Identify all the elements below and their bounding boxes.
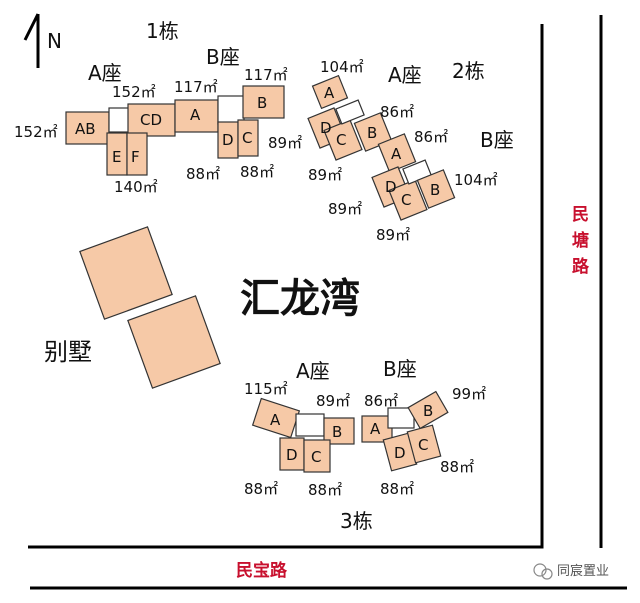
unit-block [251, 397, 301, 439]
road-boundary [28, 24, 544, 549]
area-label: 115㎡ [244, 380, 288, 398]
area-label: 99㎡ [452, 385, 486, 403]
area-label: 88㎡ [240, 163, 274, 181]
building-2-wing-b: B座 [480, 128, 514, 152]
building-2-units [307, 74, 456, 221]
unit-label: A [370, 420, 381, 438]
road-label-east-1: 民 [572, 205, 589, 225]
building-1-label: 1栋 [146, 19, 179, 43]
area-label: 88㎡ [186, 165, 220, 183]
unit-label: C [418, 436, 428, 454]
road-label-south: 民宝路 [236, 560, 288, 581]
watermark-text: 同宸置业 [557, 563, 609, 579]
unit-label: D [320, 119, 332, 137]
unit-block [126, 132, 148, 176]
unit-block [65, 111, 110, 145]
wechat-icon-inner [541, 568, 553, 580]
area-label: 89㎡ [308, 166, 342, 184]
area-label: 89㎡ [376, 226, 410, 244]
building-2-wing-a: A座 [388, 63, 422, 87]
unit-block [407, 390, 449, 430]
unit-block [295, 413, 325, 437]
unit-block [335, 99, 365, 125]
unit-label: CD [140, 111, 162, 129]
area-label: 89㎡ [328, 200, 362, 218]
unit-block [416, 169, 456, 209]
unit-label: AB [75, 120, 96, 138]
area-label: 88㎡ [244, 480, 278, 498]
building-1-units [65, 85, 285, 176]
unit-label: B [257, 94, 267, 112]
building-3-wing-b: B座 [383, 357, 417, 381]
unit-label: A [324, 84, 335, 102]
wechat-icon [533, 563, 547, 577]
unit-block [361, 415, 393, 443]
unit-label: D [394, 444, 406, 462]
unit-label: F [131, 148, 140, 166]
area-label: 117㎡ [244, 66, 288, 84]
villa-label: 别墅 [44, 338, 92, 366]
unit-label: C [336, 131, 346, 149]
north-label: N [47, 29, 62, 53]
area-label: 104㎡ [454, 171, 498, 189]
unit-block [237, 119, 259, 157]
area-label: 117㎡ [174, 78, 218, 96]
area-label: 88㎡ [440, 458, 474, 476]
watermark: 同宸置业 [533, 563, 609, 580]
building-3-label: 3栋 [340, 509, 373, 533]
unit-block [127, 103, 176, 137]
building-1-wing-b: B座 [206, 45, 240, 69]
unit-label: C [242, 129, 252, 147]
building-3-units [251, 390, 449, 473]
unit-block [311, 74, 349, 110]
unit-block [377, 133, 417, 173]
unit-block [388, 179, 428, 221]
area-label: 89㎡ [268, 134, 302, 152]
villa-block [79, 226, 173, 320]
building-1-wing-a: A座 [88, 61, 122, 85]
unit-label: A [190, 106, 201, 124]
area-label: 104㎡ [320, 58, 364, 76]
unit-block [242, 85, 285, 119]
unit-label: B [332, 423, 342, 441]
road-label-east-2: 塘 [572, 230, 589, 251]
unit-block [323, 119, 363, 161]
area-label: 88㎡ [308, 481, 342, 499]
page-title: 汇龙湾 [240, 276, 360, 322]
unit-block [303, 439, 331, 473]
unit-label: C [311, 448, 321, 466]
unit-label: B [423, 402, 433, 420]
building-2-label: 2栋 [452, 59, 485, 83]
area-label: 89㎡ [316, 392, 350, 410]
area-label: 86㎡ [380, 103, 414, 121]
unit-block [174, 99, 219, 133]
building-3-wing-a: A座 [296, 359, 330, 383]
area-label: 140㎡ [114, 178, 158, 196]
area-label: 86㎡ [414, 128, 448, 146]
unit-label: D [222, 131, 234, 149]
unit-label: C [401, 191, 411, 209]
unit-label: B [430, 181, 440, 199]
unit-block [406, 424, 442, 464]
area-label: 86㎡ [364, 392, 398, 410]
unit-label: D [385, 178, 397, 196]
unit-label: E [112, 148, 121, 166]
unit-label: D [286, 446, 298, 464]
villa-block [127, 295, 221, 389]
unit-block [108, 107, 130, 133]
villa-blocks [79, 226, 221, 389]
area-label: 152㎡ [14, 123, 58, 141]
area-label: 152㎡ [112, 83, 156, 101]
area-label: 88㎡ [380, 480, 414, 498]
unit-label: A [270, 411, 281, 429]
unit-label: A [391, 145, 402, 163]
unit-label: B [367, 124, 377, 142]
road-label-east-3: 路 [572, 256, 590, 277]
north-arrow-icon [23, 13, 40, 68]
